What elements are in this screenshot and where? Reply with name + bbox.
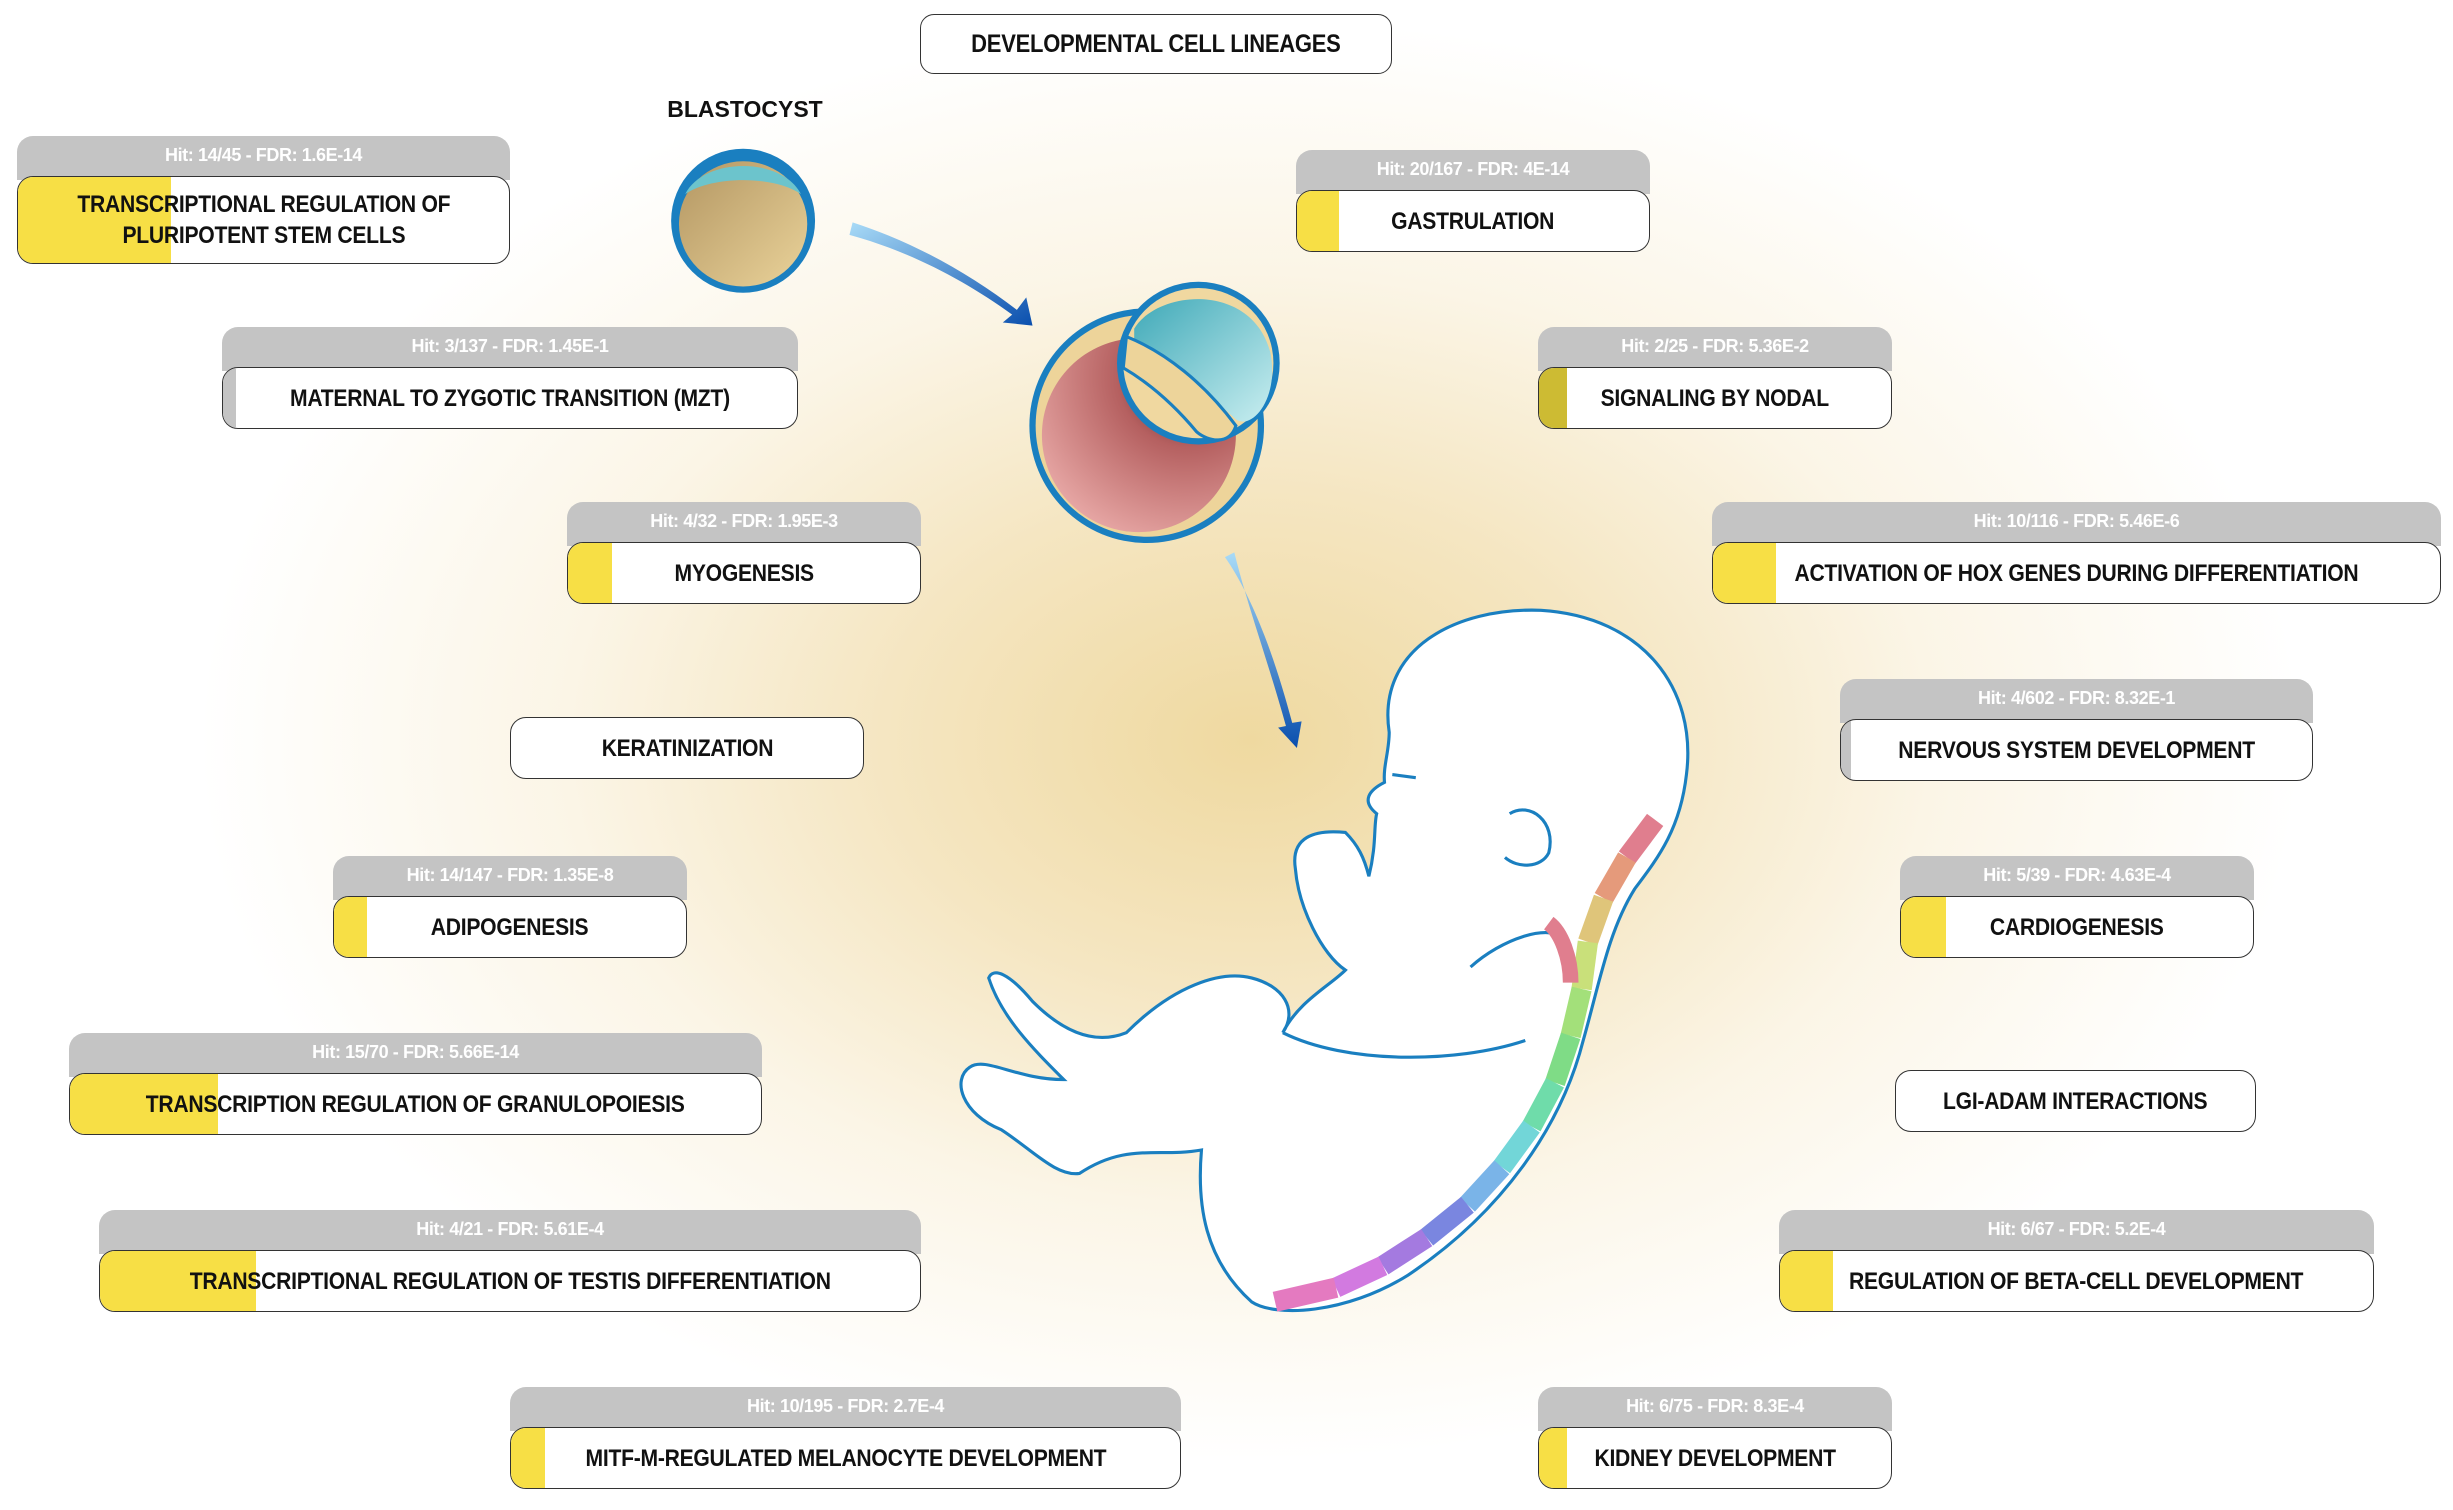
hit-fill-bar — [1841, 720, 1852, 780]
card-label: NERVOUS SYSTEM DEVELOPMENT — [1898, 736, 2255, 764]
card-gastrulation[interactable]: Hit: 20/167 - FDR: 4E-14 GASTRULATION — [1296, 150, 1650, 252]
card-label: SIGNALING BY NODAL — [1600, 384, 1830, 412]
card-label: KIDNEY DEVELOPMENT — [1594, 1444, 1836, 1472]
spine-icon — [1272, 813, 1664, 1312]
card-stats: Hit: 15/70 - FDR: 5.66E-14 — [69, 1033, 762, 1077]
hit-fill-bar — [1713, 543, 1776, 603]
card-stats: Hit: 14/45 - FDR: 1.6E-14 — [17, 136, 510, 180]
card-stats: Hit: 6/67 - FDR: 5.2E-4 — [1779, 1210, 2374, 1254]
card-granulopoiesis[interactable]: Hit: 15/70 - FDR: 5.66E-14 TRANSCRIPTION… — [69, 1033, 762, 1135]
card-label: MYOGENESIS — [674, 559, 814, 587]
card-stats: Hit: 6/75 - FDR: 8.3E-4 — [1538, 1387, 1892, 1431]
hit-fill-bar — [1539, 368, 1568, 428]
hit-fill-bar — [1539, 1428, 1568, 1488]
card-beta-cell-development[interactable]: Hit: 6/67 - FDR: 5.2E-4 REGULATION OF BE… — [1779, 1210, 2374, 1312]
hit-fill-bar — [18, 177, 171, 263]
hit-fill-bar — [511, 1428, 546, 1488]
card-stats: Hit: 2/25 - FDR: 5.36E-2 — [1538, 327, 1892, 371]
shoulder-icon — [1543, 916, 1579, 983]
card-label: LGI-ADAM INTERACTIONS — [1943, 1087, 2208, 1115]
blastocyst-label: BLASTOCYST — [667, 96, 823, 122]
hit-fill-bar — [100, 1251, 256, 1311]
card-signaling-by-nodal[interactable]: Hit: 2/25 - FDR: 5.36E-2 SIGNALING BY NO… — [1538, 327, 1892, 429]
blastocyst-icon — [671, 148, 816, 293]
hit-fill-bar — [334, 897, 368, 957]
card-cardiogenesis[interactable]: Hit: 5/39 - FDR: 4.63E-4 CARDIOGENESIS — [1900, 856, 2254, 958]
card-label: CARDIOGENESIS — [1990, 913, 2164, 941]
arrow-icon — [1224, 552, 1302, 748]
card-label: ADIPOGENESIS — [431, 913, 589, 941]
card-stats: Hit: 3/137 - FDR: 1.45E-1 — [222, 327, 798, 371]
fetus-icon — [959, 608, 1690, 1313]
card-nervous-system-development[interactable]: Hit: 4/602 - FDR: 8.32E-1 NERVOUS SYSTEM… — [1840, 679, 2313, 781]
hit-fill-bar — [1297, 191, 1340, 251]
card-stats: Hit: 4/32 - FDR: 1.95E-3 — [567, 502, 921, 546]
card-label: GASTRULATION — [1391, 207, 1555, 235]
arrow-icon — [849, 222, 1033, 326]
hit-fill-bar — [568, 543, 612, 603]
card-label: TRANSCRIPTIONAL REGULATION OF TESTIS DIF… — [189, 1267, 831, 1295]
card-label: ACTIVATION OF HOX GENES DURING DIFFERENT… — [1794, 559, 2359, 587]
card-label: MITF-M-REGULATED MELANOCYTE DEVELOPMENT — [585, 1444, 1106, 1472]
card-testis-differentiation[interactable]: Hit: 4/21 - FDR: 5.61E-4 TRANSCRIPTIONAL… — [99, 1210, 921, 1312]
card-label: MATERNAL TO ZYGOTIC TRANSITION (MZT) — [290, 384, 730, 412]
card-stats: Hit: 14/147 - FDR: 1.35E-8 — [333, 856, 687, 900]
card-kidney-development[interactable]: Hit: 6/75 - FDR: 8.3E-4 KIDNEY DEVELOPME… — [1538, 1387, 1892, 1489]
card-stats: Hit: 4/21 - FDR: 5.61E-4 — [99, 1210, 921, 1254]
card-label: REGULATION OF BETA-CELL DEVELOPMENT — [1849, 1267, 2304, 1295]
card-myogenesis[interactable]: Hit: 4/32 - FDR: 1.95E-3 MYOGENESIS — [567, 502, 921, 604]
card-stats: Hit: 20/167 - FDR: 4E-14 — [1296, 150, 1650, 194]
card-label: KERATINIZATION — [601, 734, 773, 762]
card-stats: Hit: 10/116 - FDR: 5.46E-6 — [1712, 502, 2441, 546]
embryo-icon — [1029, 281, 1280, 544]
hit-fill-bar — [1780, 1251, 1834, 1311]
card-mzt[interactable]: Hit: 3/137 - FDR: 1.45E-1 MATERNAL TO ZY… — [222, 327, 798, 429]
card-pluripotent-stem-cells[interactable]: Hit: 14/45 - FDR: 1.6E-14 TRANSCRIPTIONA… — [17, 136, 510, 264]
card-hox-genes[interactable]: Hit: 10/116 - FDR: 5.46E-6 ACTIVATION OF… — [1712, 502, 2441, 604]
card-stats: Hit: 10/195 - FDR: 2.7E-4 — [510, 1387, 1181, 1431]
card-melanocyte-development[interactable]: Hit: 10/195 - FDR: 2.7E-4 MITF-M-REGULAT… — [510, 1387, 1181, 1489]
card-lgi-adam-interactions[interactable]: LGI-ADAM INTERACTIONS — [1895, 1070, 2256, 1132]
diagram-title: DEVELOPMENTAL CELL LINEAGES — [920, 14, 1392, 74]
card-adipogenesis[interactable]: Hit: 14/147 - FDR: 1.35E-8 ADIPOGENESIS — [333, 856, 687, 958]
card-keratinization[interactable]: KERATINIZATION — [510, 717, 864, 779]
hit-fill-bar — [70, 1074, 218, 1134]
hit-fill-bar — [1901, 897, 1947, 957]
card-label: TRANSCRIPTION REGULATION OF GRANULOPOIES… — [146, 1090, 685, 1118]
card-stats: Hit: 4/602 - FDR: 8.32E-1 — [1840, 679, 2313, 723]
card-stats: Hit: 5/39 - FDR: 4.63E-4 — [1900, 856, 2254, 900]
hit-fill-bar — [223, 368, 236, 428]
